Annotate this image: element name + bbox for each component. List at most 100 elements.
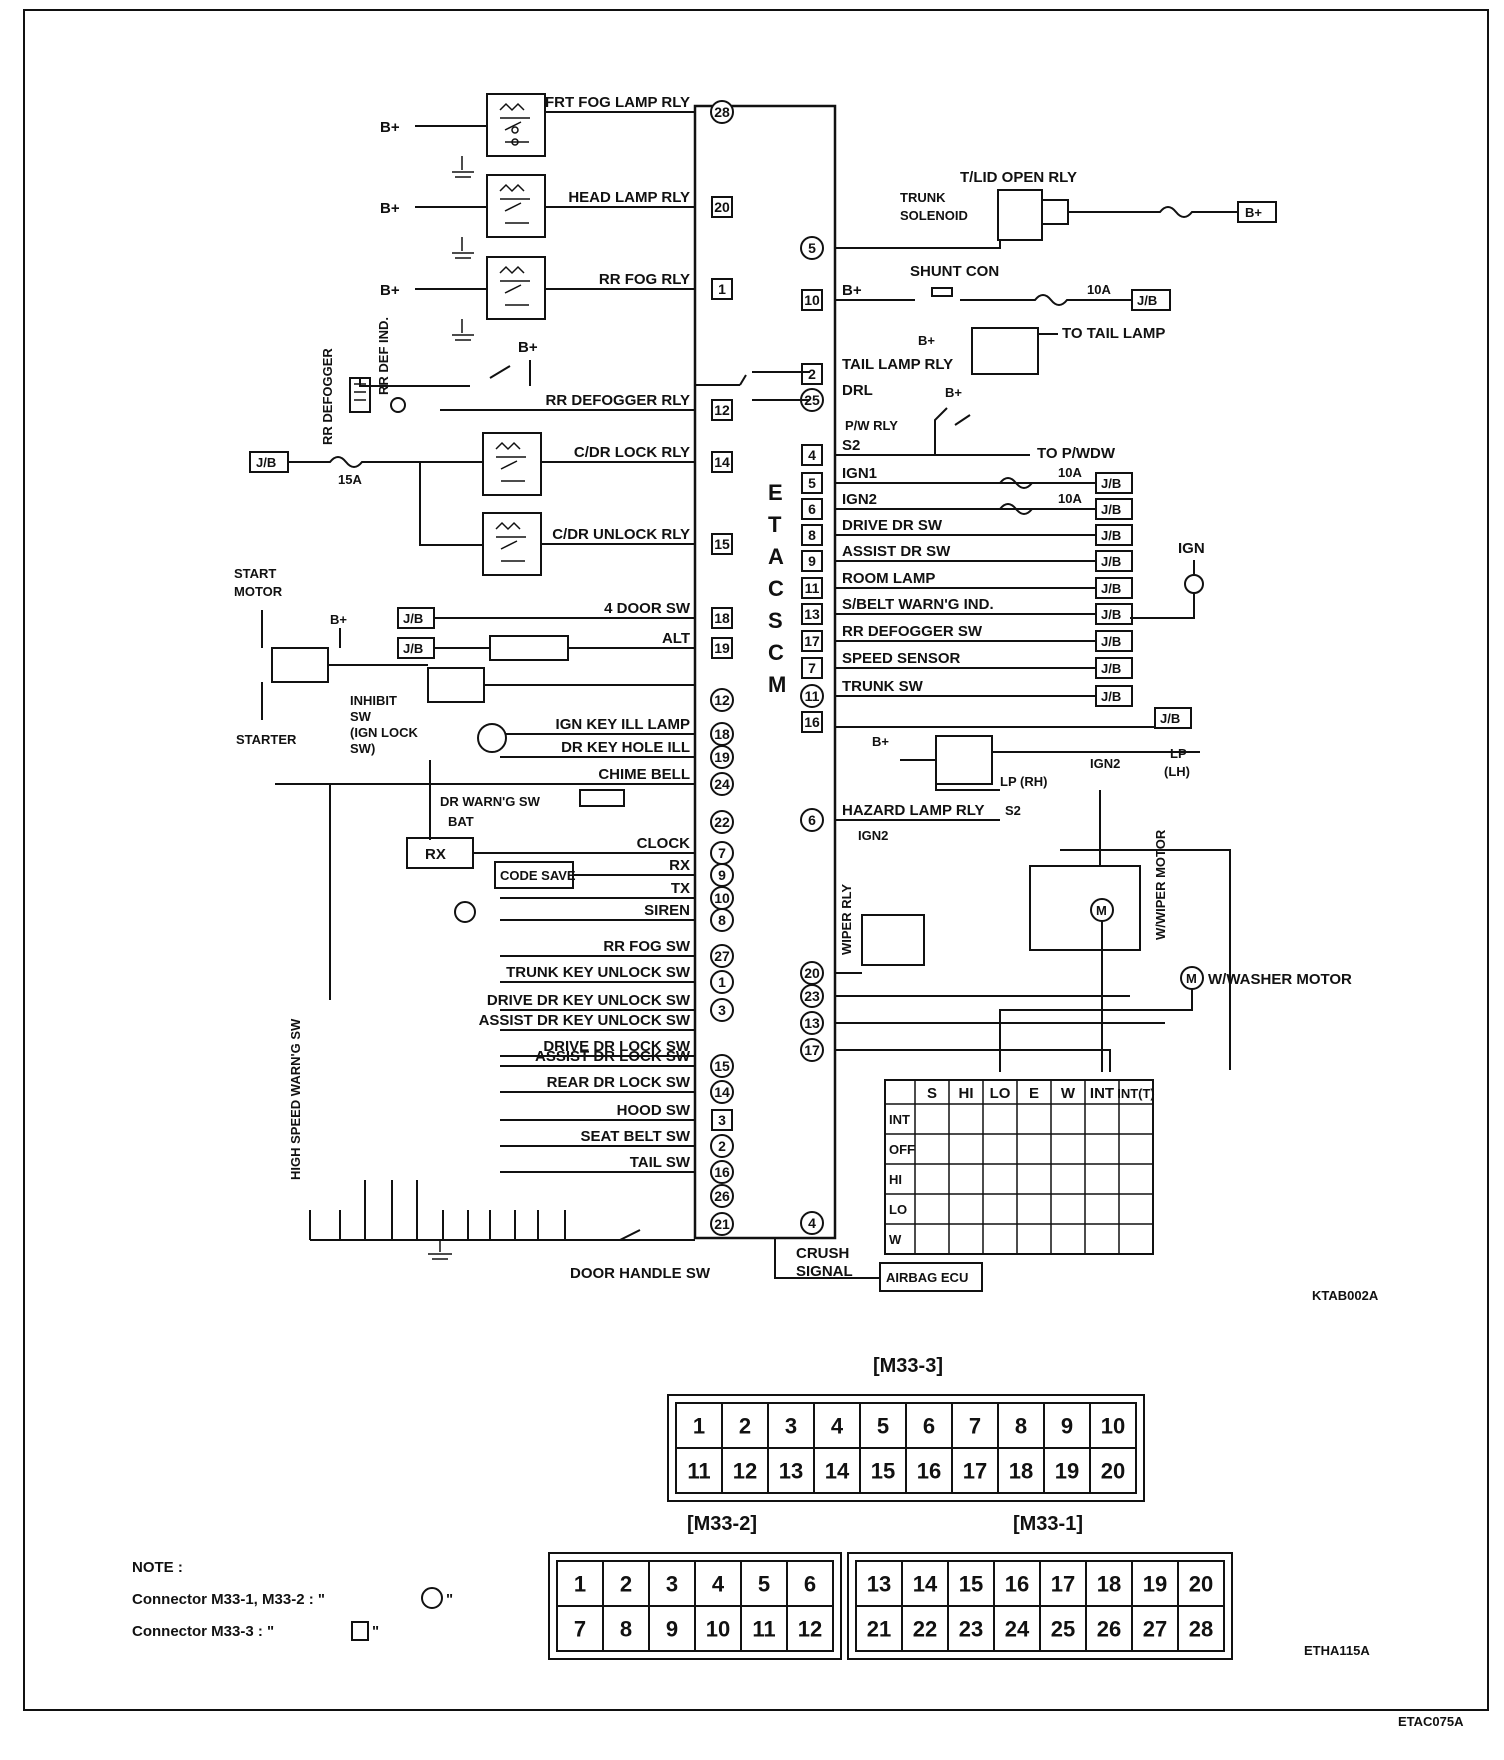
connector-cell <box>1085 1605 1133 1652</box>
connector-cell <box>740 1560 788 1607</box>
connector-cell <box>1039 1605 1087 1652</box>
ign-label: IGN <box>1178 540 1205 557</box>
door-handle-sw-label: DOOR HANDLE SW <box>570 1265 711 1282</box>
airbag-ecu-label: AIRBAG ECU <box>886 1270 968 1285</box>
wiper-rly-label: WIPER RLY <box>839 884 854 955</box>
pin-marker <box>801 711 823 733</box>
table-column-header: INT <box>1090 1085 1114 1102</box>
pin-label: REAR DR LOCK SW <box>547 1074 691 1091</box>
pin-label: RR FOG SW <box>603 938 691 955</box>
note-line-1-end: " <box>446 1591 453 1608</box>
connector-pin-number: 2 <box>620 1572 632 1597</box>
connector-cell <box>905 1447 953 1494</box>
b-plus-label: B+ <box>872 734 889 749</box>
connector-pin-number: 5 <box>877 1414 889 1439</box>
lp-lh-label-1: LP <box>1170 746 1187 761</box>
chime-bell-resistor <box>579 789 625 807</box>
table-border <box>884 1079 1154 1255</box>
pw-rly-label: P/W RLY <box>845 418 898 433</box>
crush-signal-label-1: CRUSH <box>796 1245 849 1262</box>
pin-number: 16 <box>714 1164 730 1180</box>
pin-marker <box>801 444 823 466</box>
pin-number: 5 <box>808 240 816 256</box>
start-motor-label-1: START <box>234 566 276 581</box>
pin-label: FRT FOG LAMP RLY <box>545 94 690 111</box>
pin-marker <box>801 289 823 311</box>
pin-number: 15 <box>714 536 730 552</box>
ign2-label: IGN2 <box>1090 756 1120 771</box>
right-jb-boxes: J/BJ/BJ/BJ/BJ/BJ/BJ/BJ/BJ/B <box>835 472 1133 707</box>
connector-pin-number: 3 <box>785 1414 797 1439</box>
jb-box <box>1095 630 1133 652</box>
pin-label: C/DR UNLOCK RLY <box>552 526 690 543</box>
b-plus-label: B+ <box>380 200 400 217</box>
fuse-10a-label: 10A <box>1058 491 1082 506</box>
connector-pin-number: 10 <box>706 1617 730 1642</box>
note-title: NOTE : <box>132 1559 183 1576</box>
table-column-header: LO <box>990 1085 1011 1102</box>
etacm-letter: T <box>768 512 782 537</box>
b-plus-label: B+ <box>1245 205 1262 220</box>
pin-label: RX <box>669 857 690 874</box>
pin-number: 18 <box>714 610 730 626</box>
frt-fog-lamp-relay <box>486 93 546 157</box>
pin-number: 2 <box>718 1138 726 1154</box>
etacm-letter: A <box>768 544 784 569</box>
rr-fog-relay <box>486 256 546 320</box>
connector-pin-number: 1 <box>574 1572 586 1597</box>
connector-title: [M33-3] <box>873 1355 943 1377</box>
pin-number: 7 <box>808 660 816 676</box>
pin-number: 21 <box>714 1216 730 1232</box>
pin-label: SEAT BELT SW <box>581 1128 691 1145</box>
note-line-2-end: " <box>372 1623 379 1640</box>
connector-pin-number: 19 <box>1143 1572 1167 1597</box>
connector-pin-number: 17 <box>1051 1572 1075 1597</box>
jb-label: J/B <box>1101 554 1121 569</box>
pin-marker <box>800 236 824 260</box>
jb-label: J/B <box>256 455 276 470</box>
table-row-header: OFF <box>889 1142 915 1157</box>
pin-label: TAIL LAMP RLY <box>842 356 953 373</box>
pin-number: 13 <box>804 1015 820 1031</box>
connector-pin-number: 12 <box>798 1617 822 1642</box>
jb-box <box>1154 707 1192 729</box>
connector-pin-number: 14 <box>913 1572 938 1597</box>
wiper-motor-box <box>1029 865 1141 951</box>
lp-rh-label: LP (RH) <box>1000 774 1047 789</box>
pin-marker <box>711 1109 733 1131</box>
pin-number: 26 <box>714 1188 730 1204</box>
pin-label: TRUNK KEY UNLOCK SW <box>506 964 691 981</box>
jb-label: J/B <box>1101 528 1121 543</box>
etacm-letter: S <box>768 608 783 633</box>
connector-pin-number: 7 <box>969 1414 981 1439</box>
head-lamp-relay <box>486 174 546 238</box>
pin-number: 6 <box>808 501 816 517</box>
diagram-code-bottom: ETAC075A <box>1398 1714 1464 1729</box>
pin-label: ASSIST DR LOCK SW <box>535 1048 691 1065</box>
pin-label: S/BELT WARN'G IND. <box>842 596 994 613</box>
connector-cell <box>1089 1447 1137 1494</box>
wiper-motor-m: M <box>1096 903 1107 918</box>
connector-pin-number: 14 <box>825 1459 850 1484</box>
connector-title: [M33-1] <box>1013 1513 1083 1535</box>
pin-number: 8 <box>718 912 726 928</box>
high-speed-warng-sw-label: HIGH SPEED WARN'G SW <box>288 1018 303 1180</box>
airbag-ecu-box <box>879 1262 983 1292</box>
connector-pin-number: 4 <box>712 1572 725 1597</box>
connector-cell <box>1131 1605 1179 1652</box>
jb-label: J/B <box>1101 476 1121 491</box>
pin-marker <box>710 970 734 994</box>
connector-cell <box>694 1605 742 1652</box>
jb-box <box>1095 685 1133 707</box>
lp-lh-label-2: (LH) <box>1164 764 1190 779</box>
pin-marker <box>801 524 823 546</box>
jb-label: J/B <box>1160 711 1180 726</box>
dr-warng-sw-label: DR WARN'G SW <box>440 794 541 809</box>
jb-box <box>1095 577 1133 599</box>
pin-label: HAZARD LAMP RLY <box>842 802 985 819</box>
pin-number: 1 <box>718 281 726 297</box>
pin-label: CHIME BELL <box>598 766 690 783</box>
tail-lamp-relay <box>971 327 1039 375</box>
connector-cell <box>1089 1402 1137 1449</box>
pin-marker <box>801 577 823 599</box>
